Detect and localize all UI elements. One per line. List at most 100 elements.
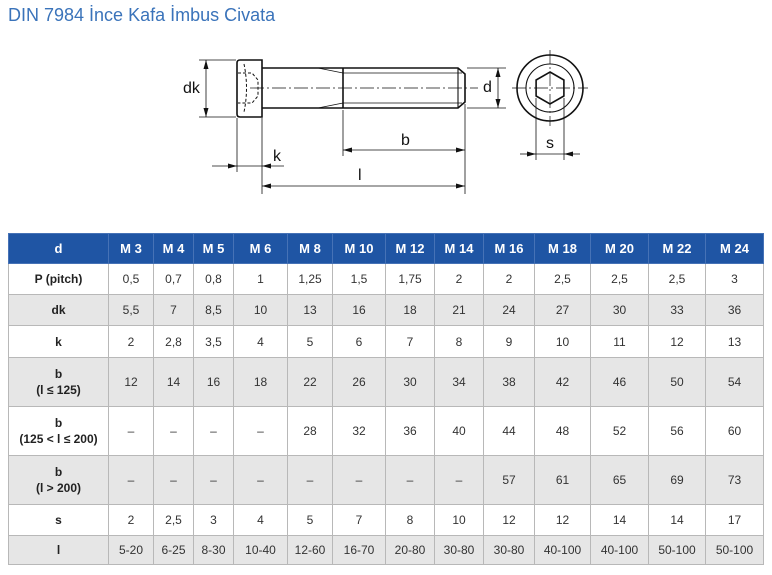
column-header-m20: M 20: [590, 233, 649, 264]
cell-dk-m5: 8,5: [193, 294, 234, 326]
cell-dk-m3: 5,5: [108, 294, 154, 326]
cell-b1-m14: 34: [434, 357, 484, 407]
row-label-condition: (l ≤ 125): [36, 383, 81, 397]
cell-b3-m22: 69: [648, 455, 706, 505]
column-header-m14: M 14: [434, 233, 484, 264]
cell-b3-m4: –: [153, 455, 194, 505]
label-dk: dk: [183, 80, 201, 97]
cell-l-m3: 5-20: [108, 535, 154, 565]
table-header-row: d M 3 M 4 M 5 M 6 M 8 M 10 M 12 M 14 M 1…: [8, 233, 764, 264]
dimension-d: d: [467, 67, 506, 109]
cell-pitch-m22: 2,5: [648, 263, 706, 295]
row-label-main: b: [54, 465, 63, 479]
column-header-m3: M 3: [108, 233, 154, 264]
cell-k-m12: 7: [385, 325, 435, 358]
cell-pitch-m10: 1,5: [332, 263, 386, 295]
cell-b3-m10: –: [332, 455, 386, 505]
cell-k-m3: 2: [108, 325, 154, 358]
column-header-m22: M 22: [648, 233, 706, 264]
cell-b1-m3: 12: [108, 357, 154, 407]
cell-k-m14: 8: [434, 325, 484, 358]
cell-k-m18: 10: [534, 325, 591, 358]
cell-k-m8: 5: [287, 325, 333, 358]
cell-pitch-m16: 2: [483, 263, 535, 295]
column-header-m10: M 10: [332, 233, 386, 264]
cell-dk-m20: 30: [590, 294, 649, 326]
cell-b1-m5: 16: [193, 357, 234, 407]
thread-runout-bottom: [317, 102, 344, 109]
row-label-main: b: [54, 367, 63, 381]
cell-b2-m14: 40: [434, 406, 484, 456]
cell-pitch-m5: 0,8: [193, 263, 234, 295]
cell-b3-m6: –: [233, 455, 288, 505]
cell-b3-m14: –: [434, 455, 484, 505]
cell-s-m8: 5: [287, 504, 333, 536]
cell-dk-m12: 18: [385, 294, 435, 326]
cell-dk-m4: 7: [153, 294, 194, 326]
cell-b2-m3: –: [108, 406, 154, 456]
screw-technical-drawing: dk k b l d: [183, 50, 588, 194]
cell-b1-m24: 54: [705, 357, 764, 407]
cell-s-m10: 7: [332, 504, 386, 536]
cell-b1-m4: 14: [153, 357, 194, 407]
cell-pitch-m18: 2,5: [534, 263, 591, 295]
label-s: s: [546, 135, 554, 152]
cell-pitch-m6: 1: [233, 263, 288, 295]
row-l: l 5-20 6-25 8-30 10-40 12-60 16-70 20-80…: [8, 535, 764, 565]
column-header-d: d: [8, 233, 109, 264]
row-pitch: P (pitch) 0,5 0,7 0,8 1 1,25 1,5 1,75 2 …: [8, 263, 764, 295]
column-header-m16: M 16: [483, 233, 535, 264]
dimension-b: b: [342, 104, 466, 194]
cell-dk-m8: 13: [287, 294, 333, 326]
cell-s-m4: 2,5: [153, 504, 194, 536]
cell-b1-m8: 22: [287, 357, 333, 407]
row-label-b-125-lt-l-le-200: b (125 < l ≤ 200): [8, 406, 109, 456]
cell-b1-m22: 50: [648, 357, 706, 407]
label-k: k: [273, 148, 282, 165]
cell-dk-m22: 33: [648, 294, 706, 326]
cell-k-m5: 3,5: [193, 325, 234, 358]
cell-b3-m3: –: [108, 455, 154, 505]
cell-s-m22: 14: [648, 504, 706, 536]
column-header-m6: M 6: [233, 233, 288, 264]
dimension-k: k: [212, 118, 284, 194]
cell-l-m22: 50-100: [648, 535, 706, 565]
cell-b1-m6: 18: [233, 357, 288, 407]
cell-dk-m10: 16: [332, 294, 386, 326]
column-header-m18: M 18: [534, 233, 591, 264]
cell-l-m5: 8-30: [193, 535, 234, 565]
label-b: b: [401, 132, 410, 149]
cell-b1-m20: 46: [590, 357, 649, 407]
dimension-l: l: [262, 167, 465, 189]
cell-l-m6: 10-40: [233, 535, 288, 565]
cell-b1-m12: 30: [385, 357, 435, 407]
cell-b3-m18: 61: [534, 455, 591, 505]
cell-l-m4: 6-25: [153, 535, 194, 565]
cell-b2-m16: 44: [483, 406, 535, 456]
dimension-table: d M 3 M 4 M 5 M 6 M 8 M 10 M 12 M 14 M 1…: [8, 233, 764, 565]
cell-b3-m12: –: [385, 455, 435, 505]
cell-l-m24: 50-100: [705, 535, 764, 565]
dimension-s: s: [520, 98, 580, 160]
cell-s-m24: 17: [705, 504, 764, 536]
column-header-m12: M 12: [385, 233, 435, 264]
row-s: s 2 2,5 3 4 5 7 8 10 12 12 14 14 17: [8, 504, 764, 536]
cell-b3-m5: –: [193, 455, 234, 505]
cell-b3-m20: 65: [590, 455, 649, 505]
cell-k-m10: 6: [332, 325, 386, 358]
screw-end-view: [512, 50, 588, 126]
row-label-b-l-gt-200: b (l > 200): [8, 455, 109, 505]
page-title: DIN 7984 İnce Kafa İmbus Civata: [8, 5, 276, 25]
row-b-l-gt-200: b (l > 200) – – – – – – – – 57 61 65 69 …: [8, 455, 764, 505]
cell-l-m12: 20-80: [385, 535, 435, 565]
cell-dk-m14: 21: [434, 294, 484, 326]
cell-k-m24: 13: [705, 325, 764, 358]
cell-b2-m12: 36: [385, 406, 435, 456]
column-header-m24: M 24: [705, 233, 764, 264]
cell-dk-m24: 36: [705, 294, 764, 326]
label-l: l: [358, 167, 362, 184]
dimension-dk: dk: [183, 59, 236, 118]
cell-dk-m16: 24: [483, 294, 535, 326]
cell-b1-m18: 42: [534, 357, 591, 407]
cell-b2-m6: –: [233, 406, 288, 456]
